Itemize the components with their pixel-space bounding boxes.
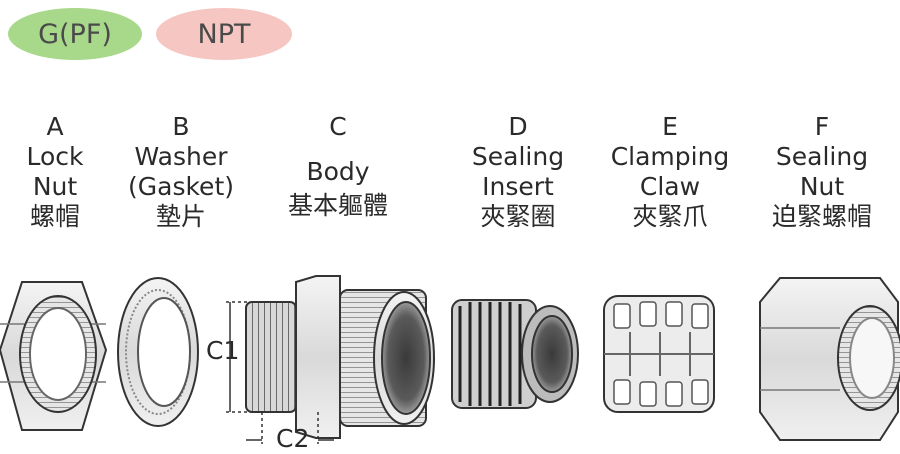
part-label-e: E Clamping Claw 夾緊爪 xyxy=(602,112,738,232)
badge-g-pf: G(PF) xyxy=(8,8,142,60)
part-name-zh: 迫緊螺帽 xyxy=(771,202,872,231)
part-name-line2: Nut xyxy=(32,172,78,201)
dimension-c1-label: C1 xyxy=(206,336,240,365)
body-part xyxy=(226,275,435,444)
part-name-line1: Sealing xyxy=(471,142,565,171)
washer-part xyxy=(117,277,199,427)
part-name-line1: Body xyxy=(306,157,370,186)
part-name-zh: 基本軀體 xyxy=(287,191,388,220)
part-name-line2: (Gasket) xyxy=(128,172,234,201)
part-name-line2: Insert xyxy=(482,172,554,201)
part-name-zh: 墊片 xyxy=(155,202,206,231)
part-letter: F xyxy=(814,112,830,141)
part-label-b: B Washer (Gasket) 墊片 xyxy=(122,112,240,232)
badge-npt: NPT xyxy=(156,8,292,60)
part-label-f: F Sealing Nut 迫緊螺帽 xyxy=(762,112,882,232)
clamping-claw-part xyxy=(603,295,715,413)
part-name-line1: Lock xyxy=(26,142,84,171)
part-name-zh: 夾緊圈 xyxy=(480,202,556,231)
part-letter: D xyxy=(508,112,528,141)
part-label-a: A Lock Nut 螺帽 xyxy=(22,112,88,232)
part-name-zh: 螺帽 xyxy=(29,202,80,231)
lock-nut-part xyxy=(0,281,108,431)
part-name-line1: Clamping xyxy=(610,142,730,171)
part-letter: C xyxy=(329,112,347,141)
part-name-line1: Sealing xyxy=(775,142,869,171)
dimension-c2-label: C2 xyxy=(276,424,310,453)
part-label-c: C Body 基本軀體 xyxy=(278,112,398,221)
sealing-insert-part xyxy=(451,299,579,409)
sealing-nut-part xyxy=(759,277,900,441)
part-label-d: D Sealing Insert 夾緊圈 xyxy=(466,112,570,232)
part-name-line2: Claw xyxy=(639,172,701,201)
part-letter: B xyxy=(172,112,190,141)
part-letter: E xyxy=(662,112,678,141)
part-name-zh: 夾緊爪 xyxy=(632,202,708,231)
part-name-line2: Nut xyxy=(799,172,845,201)
part-letter: A xyxy=(46,112,64,141)
exploded-diagram xyxy=(0,275,900,444)
part-name-line1: Washer xyxy=(134,142,228,171)
